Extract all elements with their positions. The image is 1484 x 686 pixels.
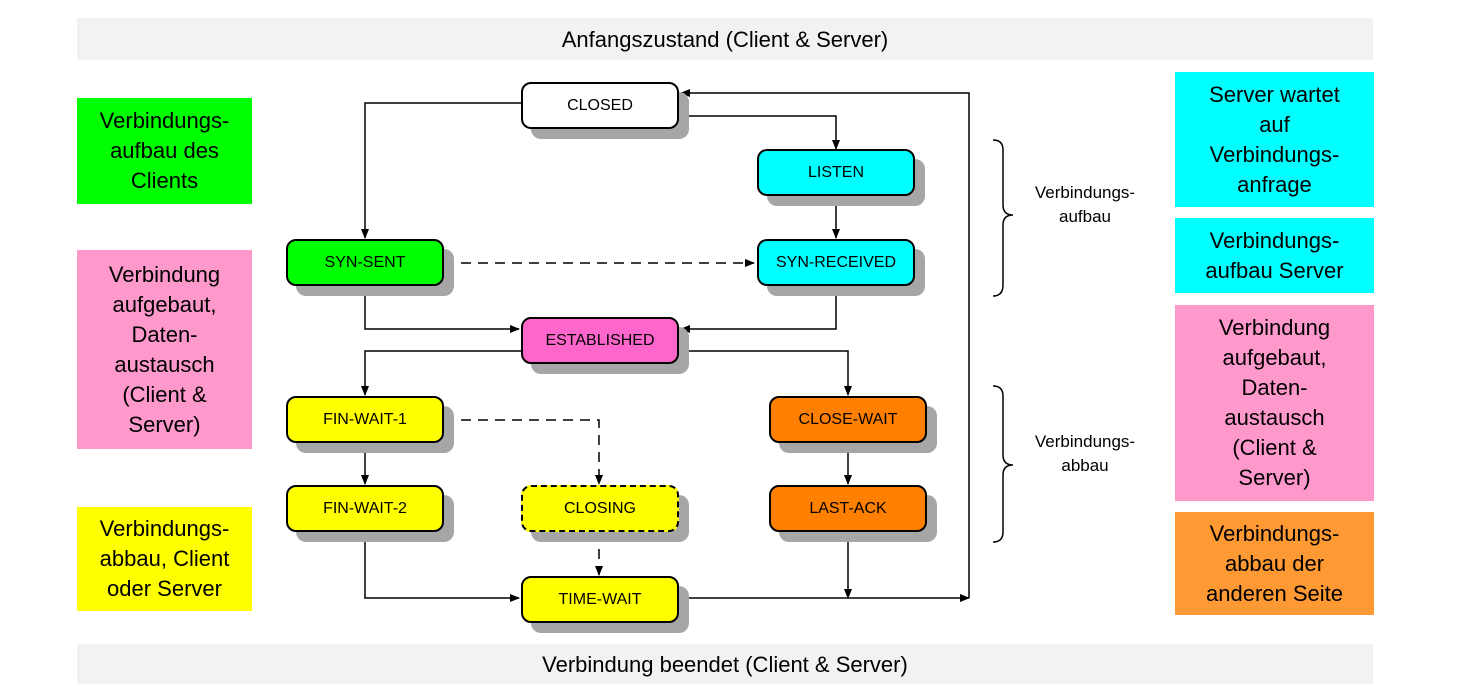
state-fin-wait-2: FIN-WAIT-2 (286, 485, 444, 532)
final-state-banner: Verbindung beendet (Client & Server) (77, 644, 1373, 684)
state-fin-wait-1: FIN-WAIT-1 (286, 396, 444, 443)
edge-return-closed (680, 89, 970, 598)
legend-server-connect: Verbindungs- aufbau Server (1175, 218, 1374, 293)
legend-other-side-disconnect: Verbindungs- abbau der anderen Seite (1175, 512, 1374, 615)
legend-data-exchange-right: Verbindung aufgebaut, Daten- austausch (… (1175, 305, 1374, 501)
initial-state-banner: Anfangszustand (Client & Server) (77, 18, 1373, 60)
edge-synsent-established (364, 286, 520, 333)
legend-data-exchange-left: Verbindung aufgebaut, Daten- austausch (… (77, 250, 252, 449)
state-close-wait: CLOSE-WAIT (769, 396, 927, 443)
legend-disconnect-any: Verbindungs- abbau, Client oder Server (77, 507, 252, 611)
phase-label-aufbau: Verbindungs- aufbau (1034, 183, 1136, 226)
state-established: ESTABLISHED (521, 317, 679, 364)
phase-label-abbau: Verbindungs- abbau (1034, 432, 1136, 475)
edge-established-finwait1 (361, 350, 521, 396)
state-time-wait: TIME-WAIT (521, 576, 679, 623)
edge-established-closewait (679, 350, 852, 396)
edge-closed-listen (679, 115, 840, 150)
state-closed: CLOSED (521, 82, 679, 129)
state-closing: CLOSING (521, 485, 679, 532)
brace-aufbau (992, 139, 1014, 297)
state-last-ack: LAST-ACK (769, 485, 927, 532)
edge-synreceived-established (680, 286, 837, 333)
legend-server-listen: Server wartet auf Verbindungs- anfrage (1175, 72, 1374, 207)
state-syn-received: SYN-RECEIVED (757, 239, 915, 286)
brace-abbau (992, 385, 1014, 543)
state-syn-sent: SYN-SENT (286, 239, 444, 286)
edge-finwait2-timewait (364, 532, 520, 602)
edge-closed-synsent (361, 102, 521, 239)
state-listen: LISTEN (757, 149, 915, 196)
legend-client-connect: Verbindungs- aufbau des Clients (77, 98, 252, 204)
edge-finwait1-closing (444, 419, 603, 485)
